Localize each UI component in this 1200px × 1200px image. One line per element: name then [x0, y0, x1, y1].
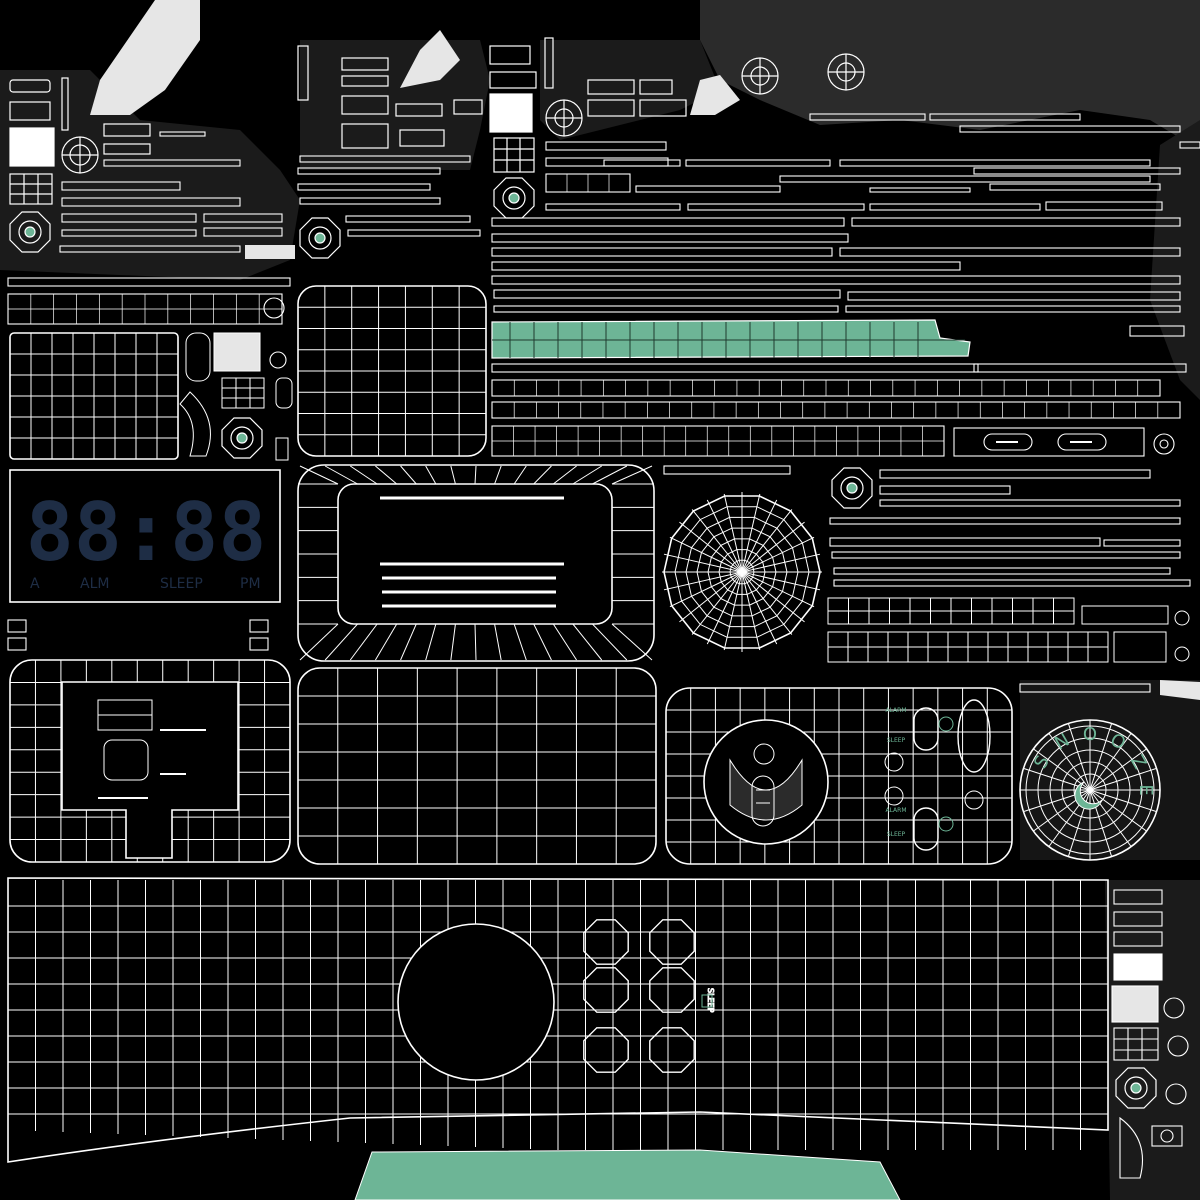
grid-panel-b	[297, 667, 657, 865]
top-left-widgets	[9, 37, 865, 205]
bottom-grid: SLEEP	[7, 877, 1109, 1163]
lcd-display: 88:88 A ALM SLEEP PM	[9, 469, 281, 603]
lcd-indicator: PM	[240, 576, 261, 592]
snooze-letter: E	[1135, 784, 1156, 795]
lcd-indicator: A	[30, 576, 40, 592]
horizontal-strips	[7, 113, 1200, 693]
lcd-indicator: ALM	[80, 576, 109, 592]
frame-panel	[9, 659, 291, 863]
dial-icon	[9, 211, 51, 253]
dial-icon	[831, 467, 873, 509]
accent-strip	[491, 319, 971, 359]
snooze-letter: O	[1083, 724, 1097, 745]
radial-dome	[662, 492, 822, 652]
alarm-label: SLEEP	[887, 831, 906, 838]
right-strip-grid	[827, 597, 1190, 663]
dial-icon	[221, 417, 263, 459]
dial-icon	[299, 217, 341, 259]
alarm-label: SLEEP	[887, 737, 906, 744]
lcd-digits: 88:88	[26, 486, 267, 579]
svg-text:SLEEP: SLEEP	[706, 988, 715, 1013]
right-column-widgets	[7, 297, 1189, 1179]
alarm-label: ALARM	[885, 707, 906, 714]
left-grid-panel	[9, 332, 293, 461]
button-panel: ALARM SLEEP ALARM SLEEP	[665, 687, 1013, 865]
grid-panel-a	[297, 285, 487, 457]
bottom-accent	[354, 1149, 901, 1200]
lcd-indicator: SLEEP	[160, 576, 203, 592]
alarm-label: ALARM	[885, 807, 906, 814]
moon-icon	[1074, 781, 1103, 810]
dial-icon	[1115, 1067, 1157, 1109]
dial-icons	[9, 177, 1157, 1109]
light-patches	[90, 0, 1200, 700]
tray-panel	[297, 464, 655, 662]
dial-icon	[493, 177, 535, 219]
